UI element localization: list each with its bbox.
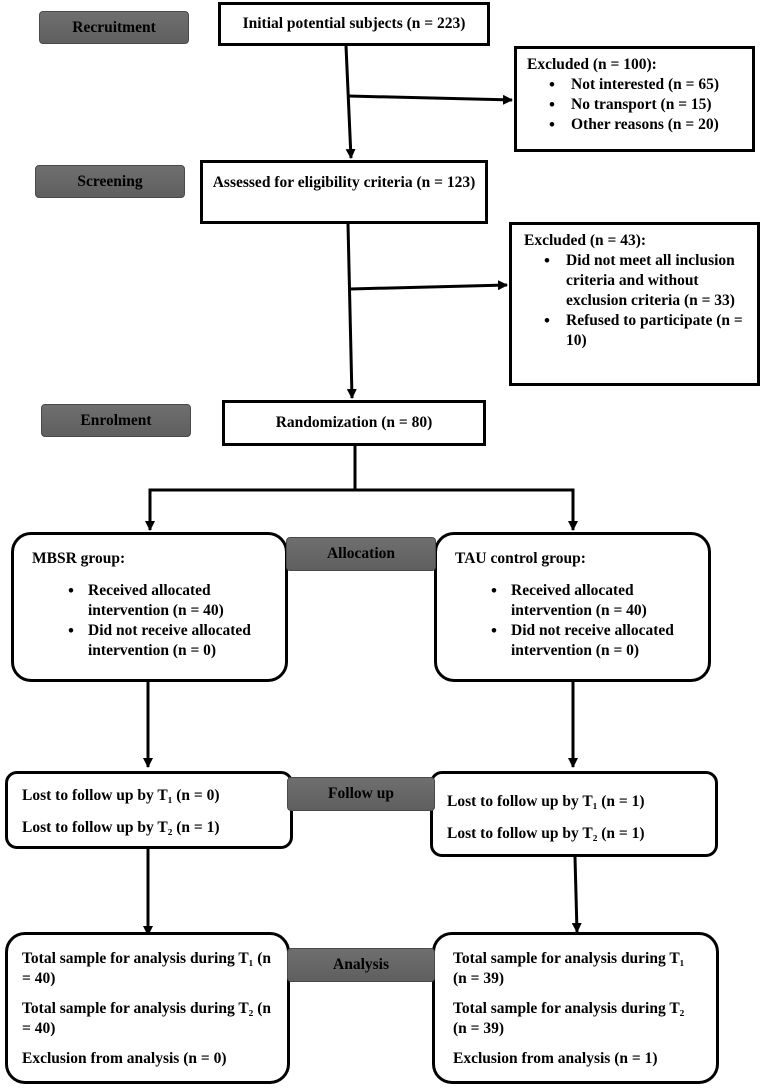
stage-screening: Screening (35, 165, 185, 198)
analysis-left-exclusion: Exclusion from analysis (n = 0) (22, 1050, 227, 1067)
list-item: Other reasons (n = 20) (539, 115, 752, 135)
screening-text: Assessed for eligibility criteria (n = 1… (212, 174, 476, 191)
list-item: Did not meet all inclusion criteria and … (534, 251, 747, 311)
excluded-box-2: Excluded (n = 43): Did not meet all incl… (509, 222, 760, 386)
analysis-right-exclusion: Exclusion from analysis (n = 1) (453, 1050, 658, 1067)
split-connector (148, 446, 357, 529)
stage-enrolment: Enrolment (41, 404, 191, 437)
analysis-left-box: Total sample for analysis during T₁ (n =… (5, 932, 290, 1084)
excluded-1-title: Excluded (n = 100): (527, 56, 657, 73)
split-connector-right (355, 488, 575, 529)
analysis-right-t1: Total sample for analysis during T₁ (n =… (453, 950, 685, 987)
randomization-box: Randomization (n = 80) (222, 400, 486, 446)
randomization-text: Randomization (n = 80) (275, 414, 433, 431)
followup-right-box: Lost to follow up by T₁ (n = 1) Lost to … (430, 771, 718, 857)
recruitment-box: Initial potential subjects (n = 223) (218, 2, 490, 46)
list-item: Received allocated intervention (n = 40) (481, 581, 700, 621)
list-item: No transport (n = 15) (539, 95, 752, 115)
analysis-right-box: Total sample for analysis during T₁ (n =… (432, 932, 719, 1084)
mbsr-title: MBSR group: (32, 550, 126, 567)
recruitment-text: Initial potential subjects (n = 223) (242, 15, 466, 32)
arrow-to-excluded-1 (347, 94, 513, 105)
tau-title: TAU control group: (455, 550, 586, 567)
arrow-followup-right-to-analysis (571, 856, 582, 933)
mbsr-group-box: MBSR group: Received allocated intervent… (11, 532, 288, 682)
excluded-1-list: Not interested (n = 65) No transport (n … (539, 75, 752, 135)
followup-right-t1: Lost to follow up by T₁ (n = 1) (447, 793, 645, 810)
list-item: Did not receive allocated intervention (… (481, 621, 700, 661)
analysis-left-t1: Total sample for analysis during T₁ (n =… (22, 950, 271, 987)
screening-box: Assessed for eligibility criteria (n = 1… (200, 160, 488, 224)
analysis-left-t2: Total sample for analysis during T₂ (n =… (22, 1000, 271, 1037)
arrow-recruitment-to-screening (344, 45, 356, 159)
followup-left-t1: Lost to follow up by T₁ (n = 0) (22, 787, 220, 804)
arrow-screening-to-randomization (346, 223, 357, 399)
list-item: Not interested (n = 65) (539, 75, 752, 95)
stage-analysis: Analysis (287, 948, 435, 982)
excluded-2-title: Excluded (n = 43): (524, 232, 647, 249)
analysis-right-t2: Total sample for analysis during T₂ (n =… (453, 1000, 685, 1037)
excluded-box-1: Excluded (n = 100): Not interested (n = … (514, 46, 755, 152)
list-item: Did not receive allocated intervention (… (58, 621, 275, 661)
list-item: Received allocated intervention (n = 40) (58, 581, 275, 621)
list-item: Refused to participate (n = 10) (534, 311, 747, 351)
tau-group-box: TAU control group: Received allocated in… (434, 532, 711, 682)
followup-right-t2: Lost to follow up by T₂ (n = 1) (447, 825, 645, 842)
stage-allocation: Allocation (286, 537, 436, 571)
followup-left-t2: Lost to follow up by T₂ (n = 1) (22, 819, 220, 836)
mbsr-list: Received allocated intervention (n = 40)… (58, 581, 275, 661)
stage-recruitment: Recruitment (39, 11, 189, 44)
stage-follow-up: Follow up (287, 777, 435, 811)
tau-list: Received allocated intervention (n = 40)… (481, 581, 700, 661)
excluded-2-list: Did not meet all inclusion criteria and … (534, 251, 747, 351)
followup-left-box: Lost to follow up by T₁ (n = 0) Lost to … (5, 771, 293, 849)
arrow-to-excluded-2 (349, 280, 508, 291)
